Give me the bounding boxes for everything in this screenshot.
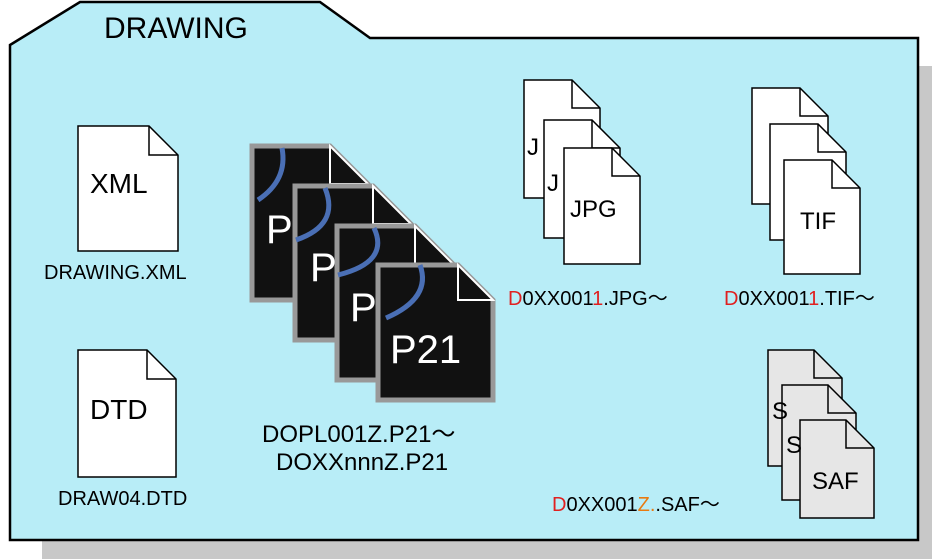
p21-file-stack-icon xyxy=(249,143,496,403)
jpg-caption-suffix: .JPG～ xyxy=(603,288,668,310)
jpg-back-letter-1: J xyxy=(527,134,539,161)
jpg-caption-accent: 1 xyxy=(592,288,604,310)
saf-caption-middle: 0XX001 xyxy=(566,494,638,516)
saf-back-letter-1: S xyxy=(772,398,789,425)
saf-caption-suffix: .SAF～ xyxy=(655,494,720,516)
jpg-file-caption: D0XX0011.JPG～ xyxy=(508,282,668,311)
jpg-file-stack-icon xyxy=(523,79,641,265)
saf-front-label: SAF xyxy=(812,468,859,495)
xml-icon-label: XML xyxy=(90,168,148,199)
xml-file-caption: DRAWING.XML xyxy=(44,262,187,284)
dtd-icon-label: DTD xyxy=(90,394,148,425)
tif-caption-middle: 0XX001 xyxy=(738,288,809,310)
dtd-file-icon xyxy=(77,349,177,478)
folder-title: DRAWING xyxy=(104,12,248,45)
tif-caption-prefix: D xyxy=(724,288,739,310)
jpg-front-label: JPG xyxy=(570,196,617,223)
jpg-caption-prefix: D xyxy=(508,288,523,310)
saf-back-letter-2: S xyxy=(786,432,803,459)
p21-caption-line2: DOXXnnnZ.P21 xyxy=(276,449,449,476)
jpg-back-letter-2: J xyxy=(547,170,559,197)
saf-caption-accent: Z. xyxy=(637,494,656,516)
dtd-file-caption: DRAW04.DTD xyxy=(58,488,188,510)
p21-caption-line1: DOPL001Z.P21～ xyxy=(262,421,456,448)
tif-caption-accent: 1 xyxy=(808,288,820,310)
tif-front-label: TIF xyxy=(800,208,836,235)
saf-file-caption: D0XX001Z..SAF～ xyxy=(552,488,720,517)
tif-caption-suffix: .TIF～ xyxy=(819,288,875,310)
saf-caption-prefix: D xyxy=(552,494,567,516)
p21-stack-letter-1: P xyxy=(266,208,293,252)
p21-stack-letter-3: P xyxy=(350,286,377,330)
p21-stack-letter-2: P xyxy=(310,246,337,290)
tif-file-caption: D0XX0011.TIF～ xyxy=(724,282,875,311)
saf-file-stack-icon xyxy=(767,349,875,519)
jpg-caption-middle: 0XX001 xyxy=(522,288,593,310)
tif-file-stack-icon xyxy=(751,87,861,275)
xml-file-icon xyxy=(77,125,179,252)
p21-front-label: P21 xyxy=(390,328,462,372)
